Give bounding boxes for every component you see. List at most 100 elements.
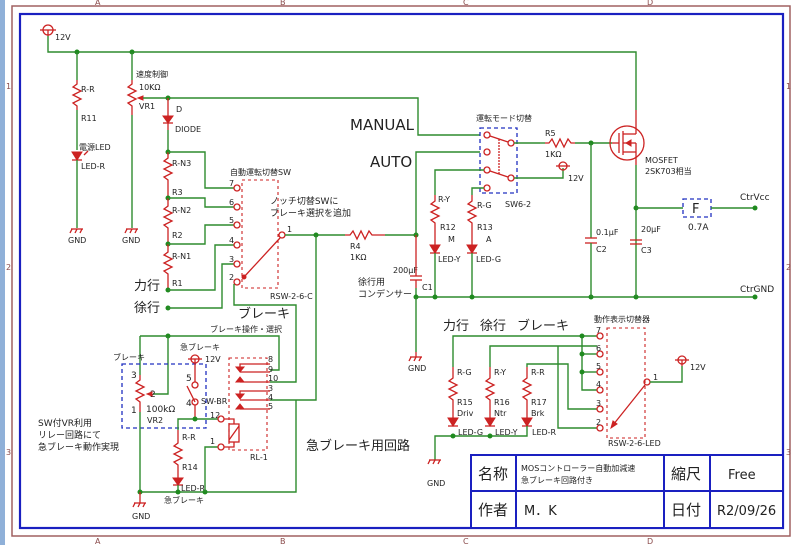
wire: [168, 224, 234, 245]
title-author-value: M．K: [524, 504, 557, 519]
grid-row-3-left: 3: [6, 448, 11, 457]
svg-text:Driv: Driv: [457, 409, 474, 418]
wire: [514, 168, 564, 179]
grid-col-c-bottom: C: [463, 537, 469, 545]
ctrgnd-label: CtrGND: [740, 285, 774, 295]
svg-text:R-N3: R-N3: [172, 159, 191, 168]
svg-text:3: 3: [131, 371, 137, 381]
svg-text:ブレーキ: ブレーキ: [113, 352, 145, 362]
wire-ctrgnd: [415, 288, 755, 298]
svg-text:GND: GND: [427, 479, 445, 488]
svg-text:LED-Y: LED-Y: [438, 255, 461, 264]
grid-col-c-top: C: [463, 0, 469, 7]
svg-text:Ntr: Ntr: [494, 409, 507, 418]
auto-switch-rsw-2-6-c[interactable]: 自動運転切替SW 7 6 5 4 3 2 1 RSW-2-6-C: [229, 167, 313, 301]
svg-text:7: 7: [596, 326, 601, 335]
wire: [270, 235, 317, 401]
drawing-border: [18, 12, 785, 530]
label-manual: MANUAL: [350, 116, 415, 134]
svg-text:1KΩ: 1KΩ: [350, 253, 366, 262]
svg-text:10KΩ: 10KΩ: [139, 83, 161, 92]
wire: [650, 366, 683, 383]
resistor-r3: R-N3 R3: [162, 152, 191, 198]
wire: [140, 400, 297, 493]
svg-text:GND: GND: [408, 364, 426, 373]
supply-12v-icon: 12V: [556, 161, 584, 183]
svg-text:Brk: Brk: [531, 409, 545, 418]
svg-text:D: D: [176, 105, 182, 114]
title-date-label: 日付: [671, 501, 701, 519]
wire: [434, 426, 528, 460]
wire-brake: [233, 284, 297, 383]
power-led-label: 電源LED: [79, 143, 111, 152]
resistor-r11: R-R R11: [71, 80, 97, 123]
svg-text:R15: R15: [457, 398, 473, 407]
resistor-r16: R-Y R16 Ntr LED-Y: [484, 367, 518, 437]
svg-text:速度制御: 速度制御: [136, 69, 168, 79]
wire: [168, 151, 234, 189]
title-scale-value: Free: [728, 468, 756, 483]
mode-switch-sw6-2[interactable]: 運転モード切替 SW6-2: [476, 113, 532, 209]
svg-text:DIODE: DIODE: [175, 125, 201, 134]
svg-text:急ブレーキ: 急ブレーキ: [180, 342, 220, 352]
grid-col-b-bottom: B: [280, 537, 286, 545]
svg-text:RSW-2-6-C: RSW-2-6-C: [270, 292, 313, 301]
title-name-value-2: 急ブレーキ回路付き: [521, 475, 593, 485]
label-brake: ブレーキ: [238, 306, 290, 322]
gnd-icon: GND: [122, 228, 140, 245]
svg-text:F: F: [692, 202, 699, 217]
ctrvcc-label: CtrVcc: [740, 193, 770, 203]
led-switch-rsw-2-6-led[interactable]: 動作表示切替器 7 6 5 4 3 2 1 RSW-2-6-LED: [594, 314, 661, 448]
resistor-r5: R5 1KΩ: [545, 129, 575, 159]
sw-note-1: SW付VR利用: [38, 417, 92, 429]
svg-text:5: 5: [596, 362, 601, 371]
resistor-r4: R4 1KΩ: [345, 229, 385, 262]
svg-text:R-N2: R-N2: [172, 206, 191, 215]
gnd-icon: GND: [427, 459, 445, 488]
svg-text:LED-G: LED-G: [458, 428, 483, 437]
svg-text:R3: R3: [172, 188, 183, 197]
emergency-brake-switch[interactable]: 急ブレーキ 12V 5 4 SW-BR: [180, 342, 228, 419]
svg-text:C3: C3: [641, 246, 652, 255]
wire: [526, 363, 597, 410]
svg-text:12V: 12V: [568, 174, 584, 183]
wire-auto: [415, 151, 480, 235]
svg-text:R13: R13: [477, 223, 493, 232]
svg-text:R16: R16: [494, 398, 510, 407]
svg-text:5: 5: [229, 216, 234, 225]
svg-text:VR1: VR1: [139, 102, 155, 111]
svg-text:8: 8: [268, 355, 273, 364]
potentiometer-vr1: 速度制御 10KΩ VR1: [126, 69, 168, 115]
label-coast: 徐行: [134, 301, 160, 316]
svg-text:100kΩ: 100kΩ: [146, 405, 175, 415]
svg-text:3: 3: [596, 399, 601, 408]
emergency-circuit-label: 急ブレーキ用回路: [306, 438, 410, 454]
svg-text:5: 5: [268, 402, 273, 411]
grid-labels: A B C D A B C D 1 2 3 1 2 3: [6, 0, 791, 545]
grid-col-d-top: D: [647, 0, 653, 7]
wire: [153, 336, 169, 395]
fuse-icon: F 0.7A: [682, 198, 712, 233]
resistor-r15: R-G R15 Driv LED-G: [447, 367, 483, 437]
resistor-r14: R-R R14 LED-R: [172, 430, 206, 493]
sheet-frame: [11, 5, 791, 537]
svg-text:12V: 12V: [690, 363, 706, 372]
svg-text:SW-BR: SW-BR: [201, 397, 228, 406]
svg-text:1: 1: [131, 406, 137, 416]
svg-text:R1: R1: [172, 279, 183, 288]
svg-text:LED-Y: LED-Y: [495, 428, 518, 437]
title-block: 名称 MOSコントローラー自動加減速 急ブレーキ回路付き 縮尺 Free 作者 …: [470, 454, 784, 529]
grid-col-a-bottom: A: [95, 537, 101, 545]
emergency-led-label: 急ブレーキ: [164, 495, 204, 505]
svg-text:C2: C2: [596, 245, 607, 254]
title-name-value-1: MOSコントローラー自動加減速: [521, 463, 635, 473]
gnd-icon: GND: [68, 228, 86, 245]
svg-text:2SK703相当: 2SK703相当: [645, 166, 692, 176]
svg-text:R-N1: R-N1: [172, 252, 191, 261]
svg-text:R-Y: R-Y: [438, 195, 450, 204]
vr2-switch-assembly[interactable]: ブレーキ 3 2 1 100kΩ VR2: [113, 352, 207, 429]
supply-12v-main: 12V: [40, 24, 71, 42]
svg-text:4: 4: [268, 393, 273, 402]
svg-text:6: 6: [596, 344, 601, 353]
